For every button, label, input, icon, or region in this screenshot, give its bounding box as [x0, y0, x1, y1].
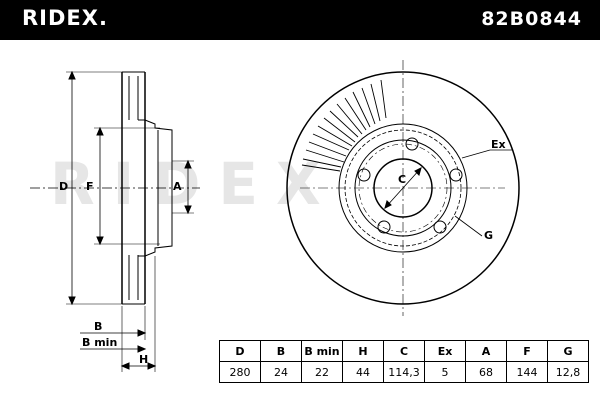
value-cell: 12,8 — [547, 361, 589, 383]
value-cell: 280 — [219, 361, 261, 383]
label-b: B — [94, 320, 103, 333]
header-cell: G — [547, 340, 589, 362]
label-a: A — [173, 180, 182, 193]
value-cell: 24 — [260, 361, 302, 383]
spec-table: D B B min H C Ex A F G 280 24 22 44 114,… — [219, 340, 589, 383]
label-d: D — [59, 180, 69, 193]
label-f: F — [86, 180, 94, 193]
header-cell: Ex — [424, 340, 466, 362]
label-ex: Ex — [491, 138, 506, 151]
side-hat-section — [144, 119, 173, 257]
bolt-hole — [449, 168, 463, 182]
header-cell: D — [219, 340, 261, 362]
value-cell: 68 — [465, 361, 507, 383]
header-cell: C — [383, 340, 425, 362]
vent-slots — [301, 79, 387, 172]
header-cell: F — [506, 340, 548, 362]
label-c: C — [398, 173, 407, 186]
spec-table-values: 280 24 22 44 114,3 5 68 144 12,8 — [219, 361, 589, 383]
header-cell: A — [465, 340, 507, 362]
bolt-hole — [377, 220, 391, 234]
value-cell: 22 — [301, 361, 343, 383]
label-h: H — [139, 353, 149, 366]
bolt-hole — [357, 168, 371, 182]
label-bmin: B min — [82, 336, 118, 349]
header-cell: B — [260, 340, 302, 362]
spec-table-header: D B B min H C Ex A F G — [219, 340, 589, 362]
value-cell: 44 — [342, 361, 384, 383]
header-cell: H — [342, 340, 384, 362]
value-cell: 5 — [424, 361, 466, 383]
bolt-hole — [405, 137, 419, 151]
brand-logo: RIDEX. — [22, 6, 108, 30]
header-bar: RIDEX. 82B0844 — [0, 0, 600, 40]
header-cell: B min — [301, 340, 343, 362]
label-g: G — [484, 229, 494, 242]
value-cell: 144 — [506, 361, 548, 383]
bolt-hole — [433, 220, 447, 234]
part-number: 82B0844 — [481, 8, 582, 30]
value-cell: 114,3 — [383, 361, 425, 383]
